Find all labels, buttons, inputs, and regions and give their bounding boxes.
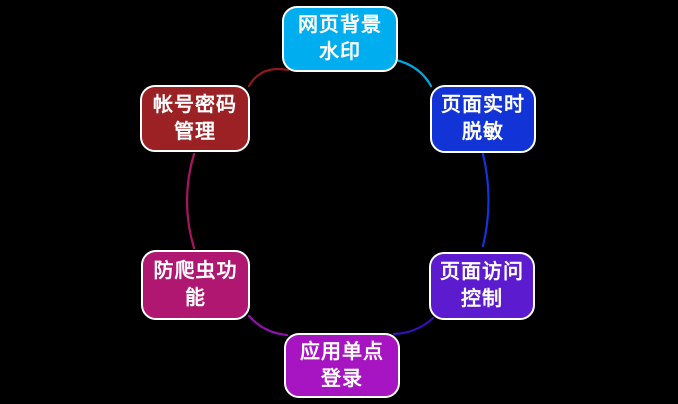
node-anti-crawler[interactable]: 防爬虫功 能 — [141, 250, 250, 320]
connector-bottom-to-bottomleft — [247, 314, 289, 337]
node-access-control[interactable]: 页面访问 控制 — [429, 252, 535, 320]
node-sso-login[interactable]: 应用单点 登录 — [284, 333, 400, 398]
connector-topright-to-bottomright — [481, 152, 490, 248]
connector-topleft-to-top — [247, 68, 290, 88]
connector-top-to-topright — [394, 58, 433, 88]
node-account-password[interactable]: 帐号密码 管理 — [140, 85, 250, 152]
node-web-watermark[interactable]: 网页背景 水印 — [282, 6, 398, 72]
node-access-control-label: 页面访问 控制 — [440, 261, 524, 310]
connector-bottomleft-to-topleft — [185, 152, 196, 250]
node-realtime-masking[interactable]: 页面实时 脱敏 — [430, 85, 536, 153]
node-realtime-masking-label: 页面实时 脱敏 — [441, 94, 525, 143]
connector-bottomright-to-bottom — [392, 316, 435, 336]
node-web-watermark-label: 网页背景 水印 — [298, 14, 382, 63]
node-sso-login-label: 应用单点 登录 — [300, 340, 384, 390]
node-anti-crawler-label: 防爬虫功 能 — [153, 260, 238, 309]
node-account-password-label: 帐号密码 管理 — [153, 93, 237, 143]
